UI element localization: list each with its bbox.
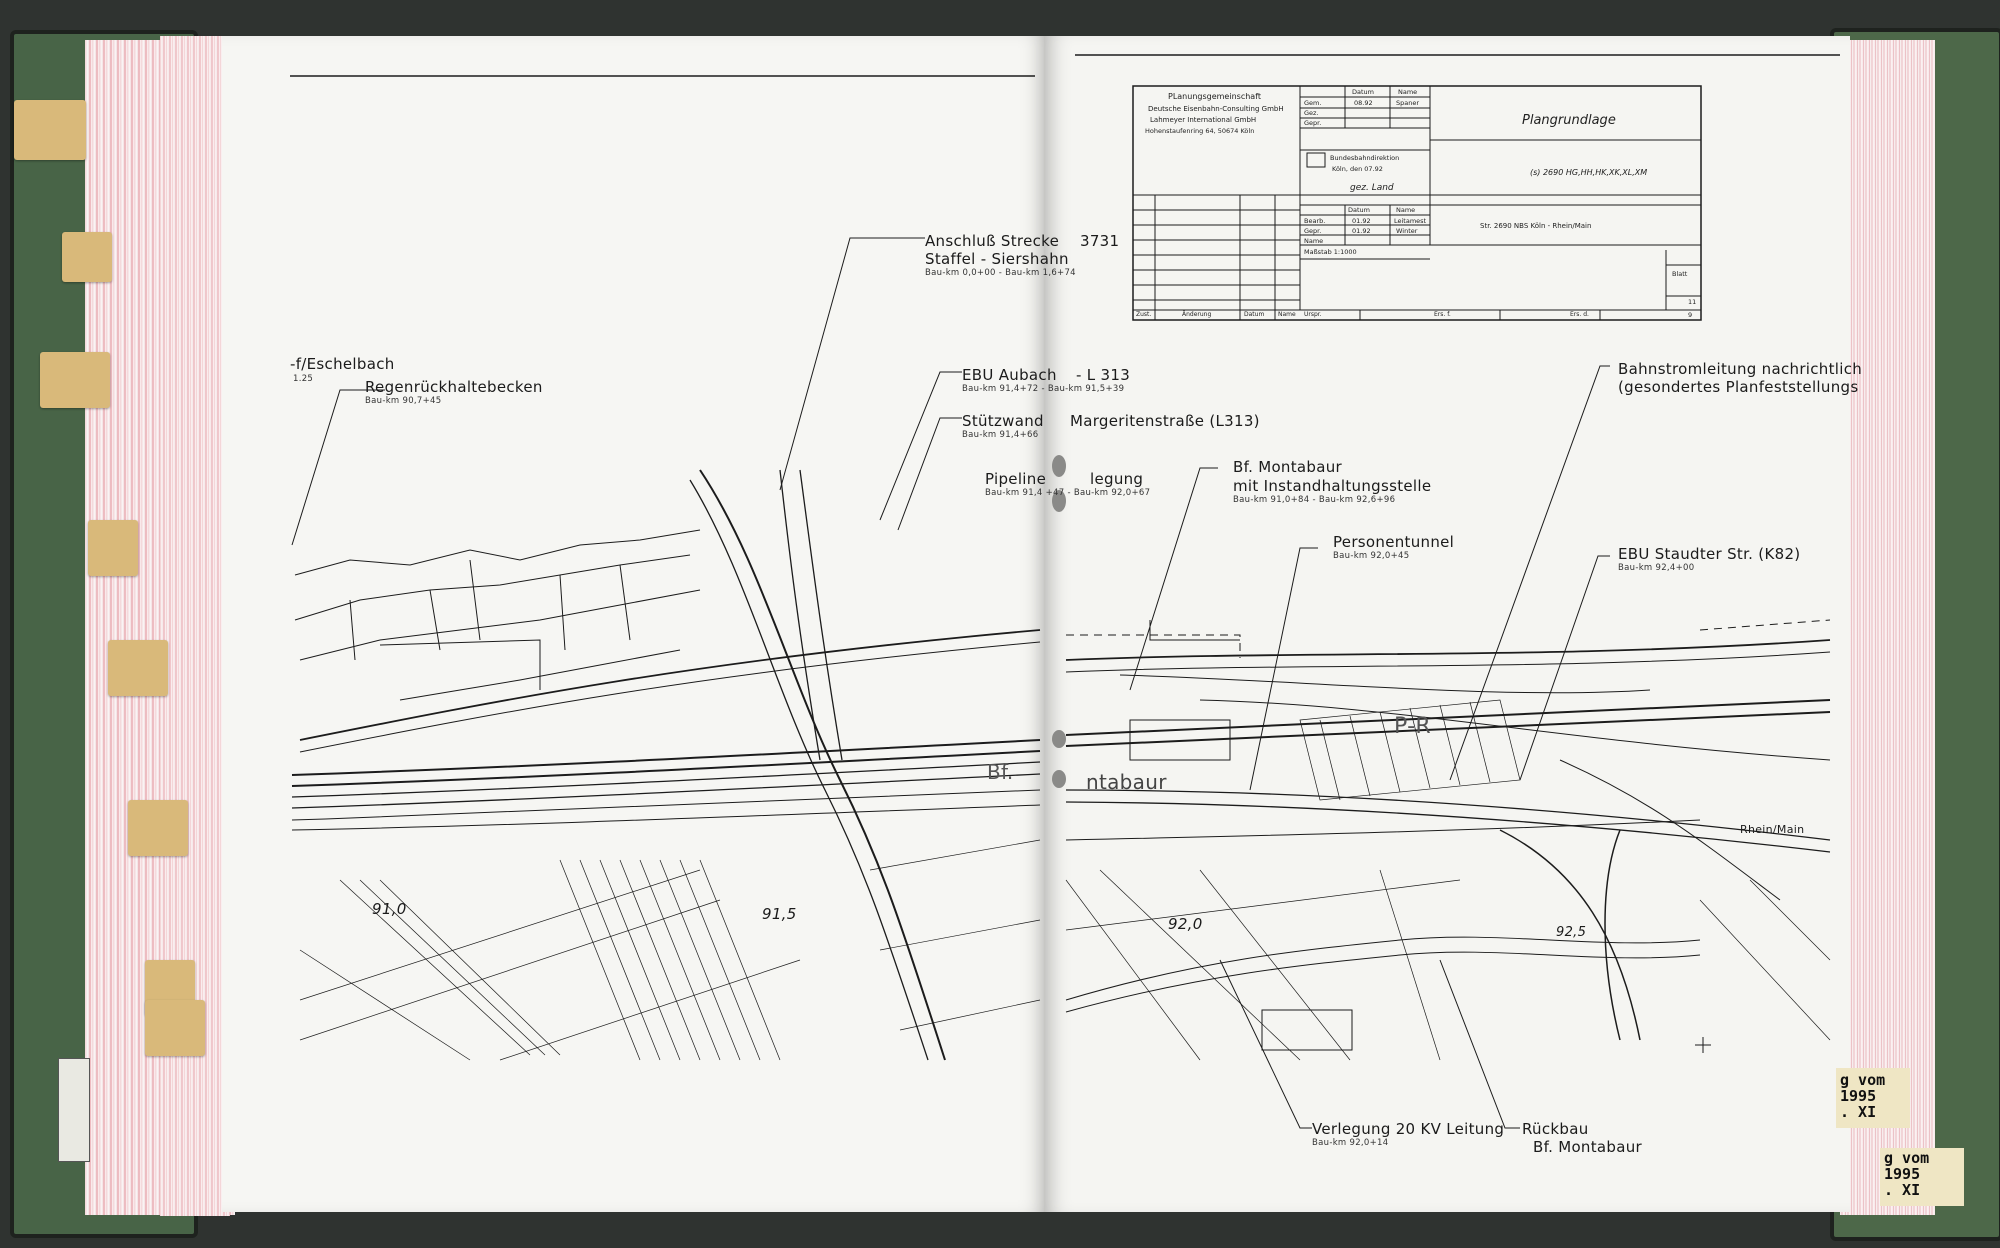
index-tab-6[interactable] [128,800,188,856]
label-anschluss: Anschluß Strecke [925,232,1060,250]
authority-signature: gez. Land [1350,183,1394,193]
label-stuetzwand: Stützwand [962,412,1044,430]
label-bahnstrom-1: Bahnstromleitung nachrichtlich [1618,360,1863,378]
row2-datum-gepr: 01.92 [1352,227,1371,235]
col-datum-1: Datum [1352,88,1374,96]
label-verlegung-20kv: Verlegung 20 KV Leitung [1312,1120,1505,1138]
row1-label-gez: Gez. [1304,109,1319,117]
binder-ring-1 [1052,455,1066,477]
row1-name-gem: Spaner [1396,99,1420,107]
company-line-1: PLanungsgemeinschaft [1168,92,1261,101]
index-tab-3[interactable] [40,352,110,408]
label-instandhaltung-km: Bau-km 91,0+84 - Bau-km 92,6+96 [1233,495,1396,505]
company-line-4: Hohenstaufenring 64, 50674 Köln [1145,127,1255,135]
company-line-2: Deutsche Eisenbahn-Consulting GmbH [1148,105,1284,113]
row1-label-gepr: Gepr. [1304,119,1322,127]
label-regenrueckhaltebecken: Regenrückhaltebecken [365,378,543,396]
index-tab-1[interactable] [14,100,86,160]
right-tab-1[interactable]: g vom 1995 . XI [1836,1068,1910,1128]
footer-zust: Zust. [1136,311,1152,318]
authority-line-1: Bundesbahndirektion [1330,154,1400,162]
ref-numbers: (s) 2690 HG,HH,HK,XK,XL,XM [1530,168,1648,177]
label-rueckbau: Rückbau [1522,1120,1589,1138]
left-page [222,36,1048,1212]
label-verlegung-partial: legung [1090,470,1144,488]
blatt-number-2: 9 [1688,311,1693,319]
authority-line-2: Köln, den 07.92 [1332,165,1383,173]
label-bf-montabaur: Bf. Montabaur [1233,458,1343,476]
label-stuetzwand-km: Bau-km 91,4+66 [962,430,1039,440]
row2-label-name: Name [1304,237,1324,245]
label-staffel: Staffel - Siershahn [925,250,1069,268]
right-page [1044,36,1850,1212]
index-tab-4[interactable] [88,520,138,576]
line-info: Str. 2690 NBS Köln - Rhein/Main [1480,222,1592,230]
index-tab-2[interactable] [62,232,112,282]
label-anschluss-no: 3731 [1080,232,1120,250]
km-marker-92-5: 92,5 [1556,925,1587,940]
label-verlegung-20kv-km: Bau-km 92,0+14 [1312,1138,1389,1148]
label-ebu-aubach-km: Bau-km 91,4+72 - Bau-km 91,5+39 [962,384,1125,394]
footer-aenderung: Änderung [1182,311,1212,318]
label-ebu-staudter: EBU Staudter Str. (K82) [1618,545,1801,563]
km-marker-91-0: 91,0 [372,900,407,918]
binder-ring-2 [1052,490,1066,512]
row2-label-gepr: Gepr. [1304,227,1322,235]
label-park-ride: P-R [1394,714,1431,739]
col-datum-2: Datum [1348,206,1370,214]
footer-name: Name [1278,311,1296,318]
blatt-label: Blatt [1672,270,1688,278]
label-ebu-aubach: EBU Aubach [962,366,1057,384]
page-stack-right [1840,40,1935,1215]
footer-ursprung: Urspr. [1304,311,1322,318]
col-name-2: Name [1396,206,1416,214]
label-bf-map: Bf. [987,760,1014,784]
label-pipeline: Pipeline [985,470,1047,488]
index-tab-8[interactable] [145,1000,205,1056]
label-ebu-staudter-km: Bau-km 92,4+00 [1618,563,1695,573]
label-pipeline-km: Bau-km 91,4 +47 - Bau-km 92,0+67 [985,488,1151,498]
label-personentunnel: Personentunnel [1333,533,1455,551]
plan-title: Plangrundlage [1522,113,1616,128]
label-personentunnel-km: Bau-km 92,0+45 [1333,551,1410,561]
row1-label-gem: Gem. [1304,99,1322,107]
index-tab-5[interactable] [108,640,168,696]
right-tab-2[interactable]: g vom 1995 . XI [1880,1148,1964,1206]
row1-datum-gem: 08.92 [1354,99,1373,107]
label-montabaur-map: ntabaur [1086,770,1167,794]
label-l313: - L 313 [1076,366,1131,384]
footer-datum: Datum [1244,311,1265,318]
footer-ers-f: Ers. f. [1434,311,1451,318]
km-marker-91-5: 91,5 [762,905,797,923]
label-instandhaltung: mit Instandhaltungsstelle [1233,477,1432,495]
binder-ring-4 [1052,770,1066,788]
label-staffel-km: Bau-km 0,0+00 - Bau-km 1,6+74 [925,268,1076,278]
label-rhein-main: Rhein/Main [1740,823,1805,836]
label-eschelbach-km: 1.25 [293,374,314,384]
label-eschelbach: -f/Eschelbach [290,355,395,373]
footer-ers-d: Ers. d. [1570,311,1589,318]
label-margeritenstrasse: Margeritenstraße (L313) [1070,412,1260,430]
row2-name-bearb: Leitamest [1394,217,1427,225]
binder-ring-3 [1052,730,1066,748]
label-rueckbau-bf: Bf. Montabaur [1533,1138,1643,1156]
label-bahnstrom-2: (gesondertes Planfeststellungs [1618,378,1859,396]
label-regenrueckhaltebecken-km: Bau-km 90,7+45 [365,396,442,406]
row2-datum-bearb: 01.92 [1352,217,1371,225]
blatt-number-1: 11 [1688,298,1697,306]
km-marker-92-0: 92,0 [1168,915,1203,933]
spine-label [58,1058,90,1162]
massstab: Maßstab 1:1000 [1304,248,1357,256]
row2-label-bearb: Bearb. [1304,217,1326,225]
col-name-1: Name [1398,88,1418,96]
row2-name-gepr: Winter [1396,227,1418,235]
company-line-3: Lahmeyer International GmbH [1150,116,1257,124]
